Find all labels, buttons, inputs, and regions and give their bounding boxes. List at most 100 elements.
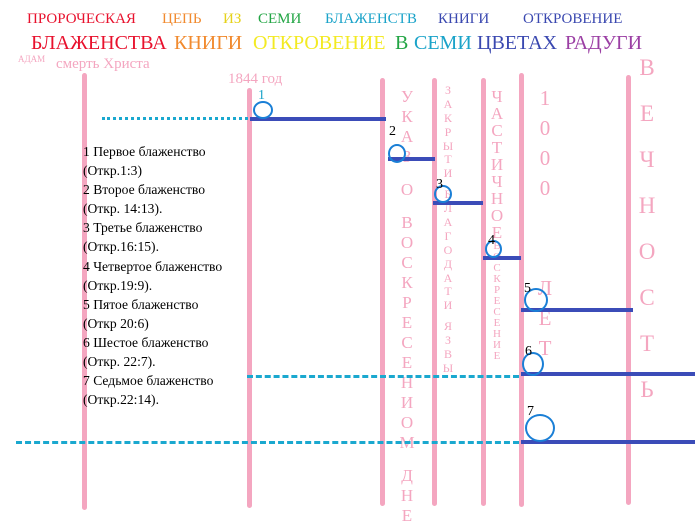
header2-word-1: БЛАЖЕНСТВА	[31, 32, 167, 54]
header1-word-2: ЦЕПЬ	[162, 11, 202, 27]
column-letter: Е	[493, 317, 501, 329]
column-letter: Ы	[442, 360, 454, 375]
column-letter: Ч	[491, 87, 503, 106]
column-letter: К	[443, 110, 452, 125]
column-letter: Д	[401, 466, 413, 485]
column-letter: Ч	[639, 147, 655, 172]
column-letter: 0	[539, 146, 551, 170]
step-number-6: 6	[525, 344, 532, 359]
dashed-line-6	[247, 375, 519, 378]
column-letter: С	[491, 121, 503, 140]
column-letter: А	[400, 127, 414, 146]
column-letter: 0	[539, 116, 551, 140]
timeline-bar-thousand	[519, 73, 524, 507]
step-number-3: 3	[436, 177, 443, 192]
column-letter: С	[493, 306, 501, 318]
header2-word-7: РАДУГИ	[565, 32, 643, 54]
column-letter: Ч	[491, 172, 503, 191]
dotted-line-1	[102, 117, 248, 120]
column-letter: 0	[539, 176, 551, 200]
step-number-1: 1	[258, 88, 265, 103]
column-letter: О	[400, 233, 414, 252]
column-letter: Е	[401, 353, 413, 372]
beatitude-title: 2 Второе блаженство	[83, 182, 206, 198]
column-letter: А	[443, 215, 453, 230]
header1-word-5: БЛАЖЕНСТВ	[325, 11, 417, 27]
column-letter: Е	[493, 295, 501, 307]
column-letter: С	[401, 333, 413, 352]
column-letter: О	[443, 242, 453, 257]
step-line-2	[388, 157, 435, 161]
column-letter: 1	[539, 86, 551, 110]
column-letter: Г	[444, 228, 452, 243]
header1-word-7: ОТКРОВЕНИЕ	[523, 11, 623, 27]
column-letter: З	[444, 83, 451, 97]
column-letter: О	[400, 180, 414, 199]
beatitude-reference: (Откр. 22:7).	[83, 354, 156, 370]
header2-word-2: КНИГИ	[174, 32, 243, 54]
column-letter: Л	[443, 201, 453, 216]
column-letter: Н	[638, 193, 656, 218]
beatitude-reference: (Откр.16:15).	[83, 239, 159, 255]
column-letter: Т	[538, 336, 552, 360]
header2-word-4: В	[395, 32, 409, 54]
column-letter: В	[401, 213, 413, 232]
column-letter: О	[400, 413, 414, 432]
step-line-7	[521, 440, 695, 444]
step-circle-3	[434, 185, 452, 203]
column-letter: К	[401, 107, 413, 126]
column-letter: Я	[443, 319, 452, 334]
column-letter: З	[444, 333, 451, 348]
beatitude-reference: (Откр. 14:13).	[83, 201, 163, 217]
timeline-bar-1844	[247, 88, 252, 508]
column-letter: Н	[490, 189, 504, 208]
timeline-bar-decree	[380, 78, 385, 506]
timeline-bar-eternity	[626, 75, 631, 505]
column-letter: А	[443, 270, 453, 285]
column-letter: Р	[444, 124, 452, 139]
beatitude-title: 1 Первое блаженство	[83, 144, 206, 159]
step-line-6	[521, 372, 695, 376]
column-letter: Е	[493, 350, 501, 362]
column-letter: О	[638, 239, 656, 264]
step-circle-5	[524, 288, 548, 312]
beatitude-title: 5 Пятое блаженство	[83, 296, 199, 312]
dashed-line-7	[16, 441, 519, 444]
step-number-2: 2	[389, 124, 396, 139]
column-letter: В	[639, 55, 655, 80]
column-letter: А	[490, 104, 504, 123]
column-letter: Е	[401, 506, 413, 525]
column-letter: Е	[401, 313, 413, 332]
header2-word-3: ОТКРОВЕНИЕ	[253, 32, 386, 54]
step-circle-2	[388, 144, 406, 163]
column-letter: Р	[493, 284, 501, 296]
column-letter: К	[493, 273, 501, 285]
step-circle-7	[525, 414, 555, 442]
column-letter: С	[639, 285, 655, 310]
header1-word-4: СЕМИ	[258, 11, 302, 27]
timeline-bar-closed	[432, 78, 437, 506]
header1-word-1: ПРОРОЧЕСКАЯ	[27, 11, 136, 27]
beatitude-title: 4 Четвертое блаженство	[83, 258, 223, 274]
column-letter: Е	[538, 306, 552, 330]
step-line-4	[483, 256, 521, 260]
step-number-5: 5	[524, 281, 531, 296]
beatitude-title: 6 Шестое блаженство	[83, 334, 209, 350]
step-circle-4	[485, 240, 502, 258]
column-letter: И	[400, 393, 414, 412]
column-letter: Н	[493, 328, 501, 340]
column-letter: Н	[400, 373, 414, 392]
column-letter: И	[490, 155, 504, 174]
header2-word-5: СЕМИ	[414, 32, 472, 54]
column-letter: Е	[491, 223, 503, 242]
column-letter: Р	[402, 293, 412, 312]
column-letter: И	[443, 166, 453, 181]
beatitude-reference: (Откр.19:9).	[83, 277, 153, 293]
beatitude-title: 7 Седьмое блаженство	[83, 373, 214, 389]
step-number-4: 4	[488, 233, 495, 248]
header1-word-6: КНИГИ	[438, 11, 490, 27]
column-letter: И	[493, 339, 501, 351]
beatitude-title: 3 Третье блаженство	[83, 220, 203, 236]
